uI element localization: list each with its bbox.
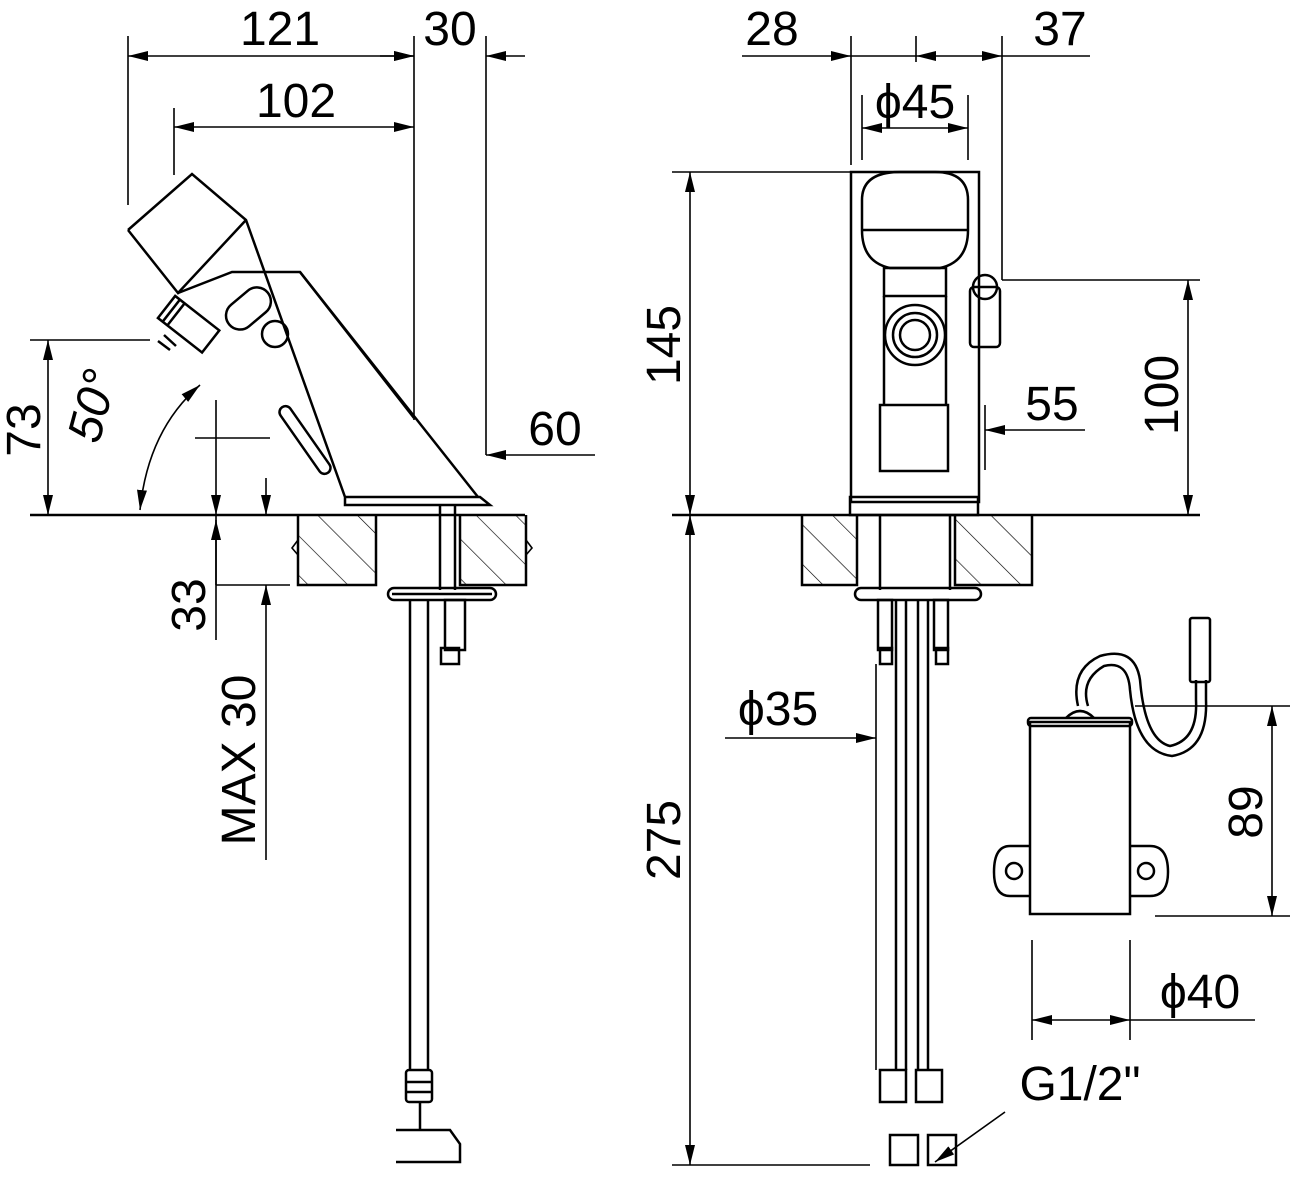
dim-55: 55 [1025, 378, 1078, 431]
dim-30: 30 [423, 3, 476, 56]
dim-37: 37 [1033, 3, 1086, 56]
dim-thread: G1/2" [1019, 1058, 1140, 1111]
countertop-front [800, 515, 1034, 587]
dim-phi35: ϕ35 [738, 683, 818, 736]
front-view: 28 37 ϕ45 [638, 3, 1200, 1167]
countertop-side [290, 515, 534, 587]
dim-60: 60 [528, 403, 581, 456]
dim-max-30: MAX 30 [213, 675, 266, 846]
dim-102: 102 [256, 75, 336, 128]
dim-121: 121 [240, 3, 320, 56]
dim-phi40: ϕ40 [1160, 966, 1240, 1019]
faucet-body-side [127, 172, 494, 507]
dim-33: 33 [163, 578, 216, 631]
sensor-box: 89 ϕ40 [992, 616, 1290, 1040]
dim-phi45: ϕ45 [875, 76, 955, 129]
dim-89: 89 [1220, 785, 1273, 838]
dim-73: 73 [0, 403, 51, 456]
dim-50-degrees: 50° [58, 364, 128, 448]
dim-145: 145 [638, 305, 691, 385]
dim-28: 28 [745, 3, 798, 56]
faucet-body-front [848, 170, 1002, 517]
dim-100: 100 [1136, 355, 1189, 435]
dim-275: 275 [638, 800, 691, 880]
side-view: 121 30 102 [0, 3, 595, 1164]
